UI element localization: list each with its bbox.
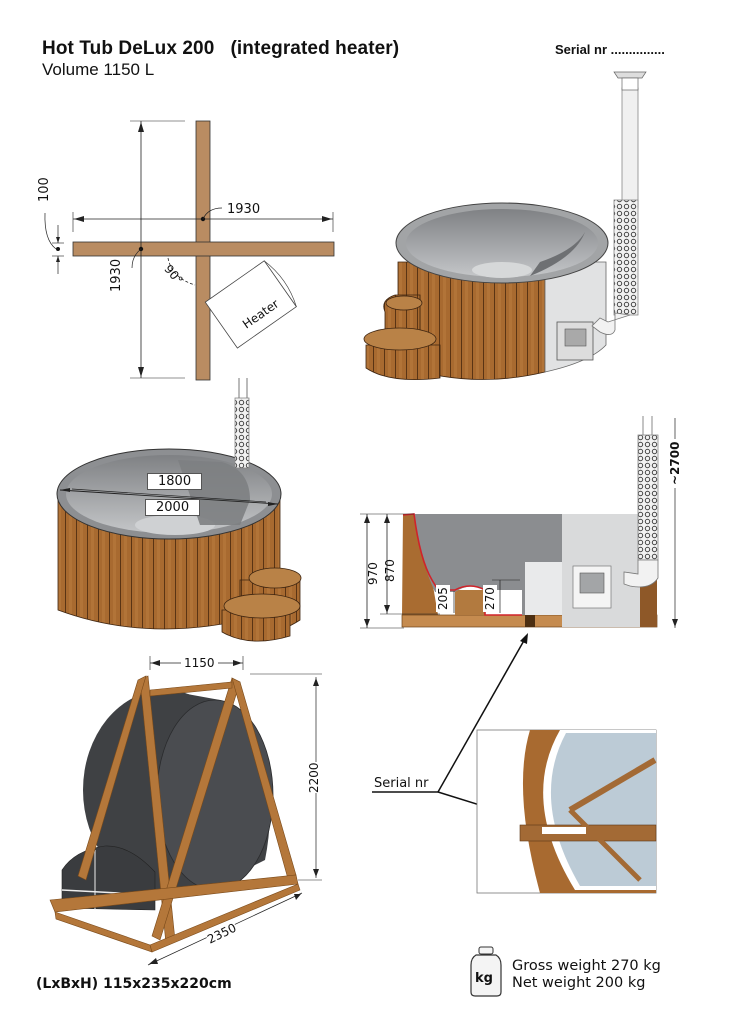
inner-diameter-label: 1800 [147, 473, 203, 490]
weight-icon-label: kg [475, 971, 493, 986]
serial-callout-label: Serial nr [374, 776, 429, 791]
gross-weight: Gross weight 270 kg [512, 958, 661, 974]
net-weight: Net weight 200 kg [512, 975, 646, 991]
package-dimensions: (LxBxH) 115x235x220cm [36, 976, 232, 992]
outer-diameter-label: 2000 [145, 499, 201, 516]
volume-label: Volume 1150 L [42, 60, 155, 79]
page-title: Hot Tub DeLux 200 (integrated heater) [42, 38, 400, 59]
dim-horizontal-span: 1930 [227, 202, 261, 217]
weight-info: Gross weight 270 kg Net weight 200 kg [512, 958, 661, 992]
serial-number-field: Serial nr ............... [555, 42, 665, 57]
dim-package-width: 1150 [181, 656, 218, 670]
